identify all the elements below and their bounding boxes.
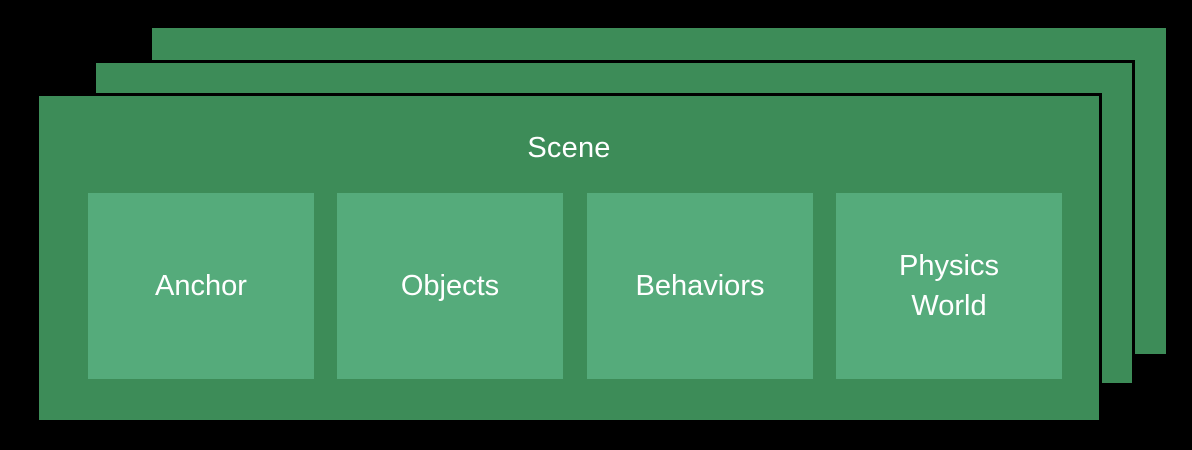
physics-world-box: Physics World (836, 193, 1062, 379)
objects-label: Objects (400, 270, 500, 302)
anchor-box: Anchor (88, 193, 314, 379)
objects-box: Objects (337, 193, 563, 379)
scene-layer-front: Scene Anchor Objects Behaviors Physics W… (36, 93, 1102, 423)
physics-world-label: Physics World (899, 250, 999, 322)
behaviors-box: Behaviors (587, 193, 813, 379)
scene-title: Scene (527, 132, 611, 164)
behaviors-label: Behaviors (635, 270, 765, 302)
anchor-label: Anchor (155, 270, 247, 302)
